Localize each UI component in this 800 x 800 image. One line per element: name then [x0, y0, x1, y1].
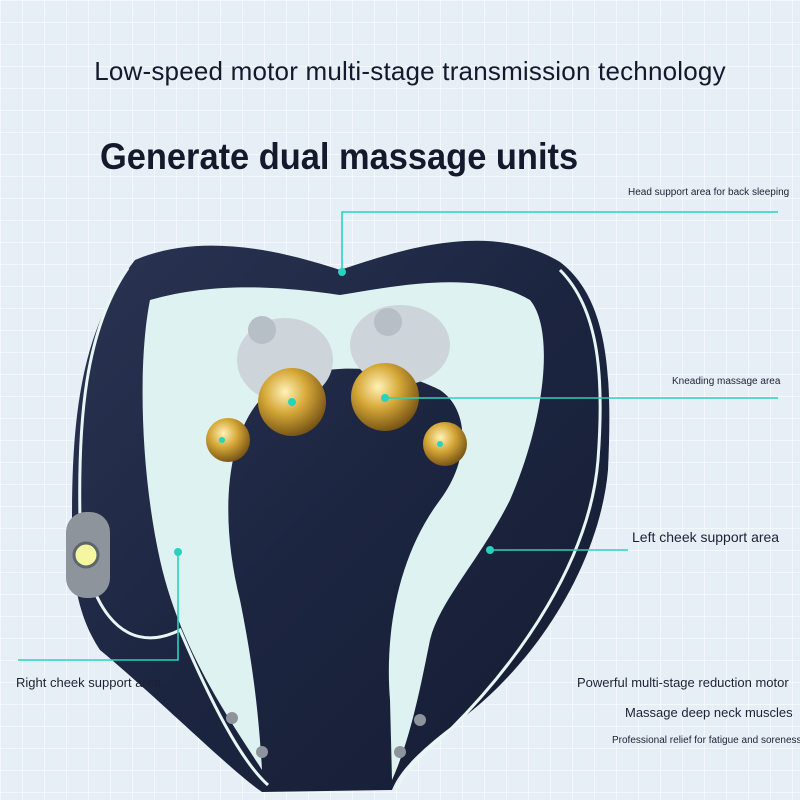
- pillow-trim-right: [396, 268, 602, 789]
- power-button: [72, 541, 100, 569]
- pillow-trim-left: [78, 267, 269, 787]
- leader-head-support: [341, 211, 778, 272]
- callout-head-support: Head support area for back sleeping: [628, 187, 790, 198]
- callout-left-cheek: Left cheek support area: [632, 529, 780, 545]
- leader-right-cheek: [18, 552, 179, 661]
- feature-motor: Powerful multi-stage reduction motor: [577, 675, 789, 690]
- subhead: Generate dual massage units: [100, 136, 579, 177]
- callout-right-cheek: Right cheek support area: [16, 675, 162, 690]
- headline: Low-speed motor multi-stage transmission…: [94, 56, 726, 86]
- massage-head-right-lower: [423, 422, 467, 466]
- feature-relief: Professional relief for fatigue and sore…: [612, 735, 800, 746]
- massage-head-left-lower: [206, 418, 250, 462]
- feature-deep-massage: Massage deep neck muscles: [625, 705, 793, 720]
- callout-kneading: Kneading massage area: [672, 376, 781, 387]
- inner-lining: [142, 282, 544, 780]
